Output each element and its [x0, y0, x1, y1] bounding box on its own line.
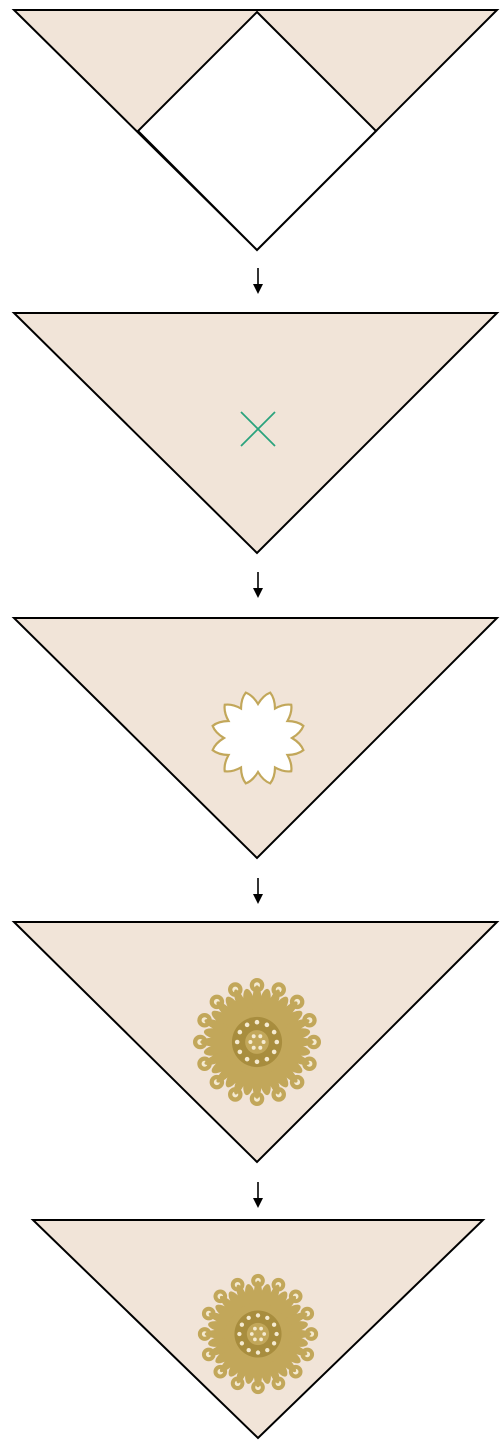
motif-dot [248, 1040, 252, 1044]
motif-dot [252, 1046, 256, 1050]
motif-dot [250, 1332, 254, 1336]
motif-dot [238, 1050, 243, 1055]
motif-dot [265, 1348, 269, 1352]
motif-dot [245, 1023, 250, 1028]
motif-dot [245, 1057, 250, 1062]
motif-dot [247, 1348, 251, 1352]
arrow-1-down [0, 262, 504, 300]
motif-dot [235, 1040, 240, 1045]
motif-dot [262, 1040, 266, 1044]
motif-dot [262, 1332, 266, 1336]
step-4-appliqued-triangle [0, 914, 504, 1174]
scalloped-cutout [213, 693, 304, 784]
motif-dot [265, 1316, 269, 1320]
motif-dot [272, 1050, 277, 1055]
motif-dot [255, 1059, 260, 1064]
motif-dot [240, 1323, 244, 1327]
motif-dot [259, 1327, 263, 1331]
motif-dot [253, 1327, 257, 1331]
motif-dot [253, 1338, 257, 1342]
motif-dot [240, 1341, 244, 1345]
cutout-edge [213, 693, 304, 784]
motif-dot [256, 1313, 260, 1317]
motif-dot [258, 1034, 262, 1038]
motif-dot [272, 1323, 276, 1327]
arrow-3-down [0, 872, 504, 910]
arrow-4-down [0, 1176, 504, 1214]
gold-lace-motif [193, 978, 321, 1106]
step-5-finished-triangle [0, 1216, 504, 1442]
motif-dot [265, 1023, 270, 1028]
motif-dot [238, 1030, 243, 1035]
motif-dot [256, 1350, 260, 1354]
motif-dot [247, 1316, 251, 1320]
motif-dot [237, 1332, 241, 1336]
motif-dot [259, 1338, 263, 1342]
motif-dot [272, 1341, 276, 1345]
motif-dot [272, 1030, 277, 1035]
gold-lace-motif [198, 1274, 318, 1394]
motif-dot [274, 1040, 279, 1045]
motif-dot [274, 1332, 278, 1336]
motif-dot [252, 1034, 256, 1038]
step-3-cutout-triangle [0, 610, 504, 870]
step-2-marked-triangle [0, 305, 504, 565]
arrow-2-down [0, 566, 504, 604]
motif-dot [255, 1020, 260, 1025]
step-1-folded-triangle [0, 0, 504, 260]
motif-dot [265, 1057, 270, 1062]
motif-dot [258, 1046, 262, 1050]
fabric-triangle [14, 313, 497, 553]
